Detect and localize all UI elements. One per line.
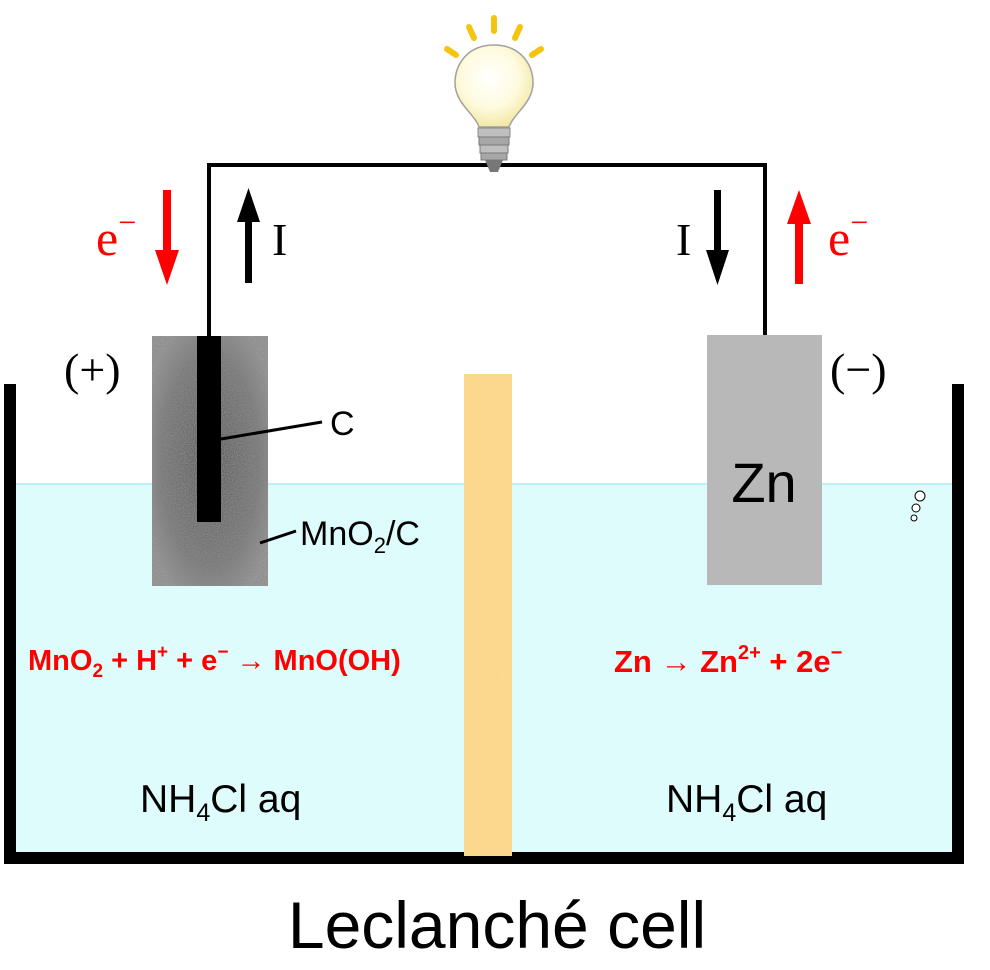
zinc-electrode-label: Zn bbox=[731, 451, 796, 514]
carbon-electrode-label: C bbox=[330, 405, 355, 443]
anode-reaction: Zn → Zn2+ + 2e− bbox=[614, 642, 842, 679]
carbon-leader-line bbox=[220, 420, 323, 441]
zinc-electrode bbox=[707, 335, 822, 585]
mixture-leader-line bbox=[259, 529, 297, 545]
circuit-wire bbox=[207, 163, 767, 336]
current-label-left: I bbox=[272, 214, 287, 265]
polarity-left: (+) bbox=[64, 344, 121, 395]
current-arrow-right bbox=[706, 190, 729, 285]
light-bulb-icon bbox=[444, 15, 544, 172]
polarity-right: (−) bbox=[830, 344, 887, 395]
electrolyte-label-right: NH4Cl aq bbox=[666, 778, 827, 827]
carbon-electrode bbox=[197, 336, 221, 522]
electron-flow-arrow-left bbox=[155, 190, 179, 285]
cathode-reaction: MnO2 + H+ + e− → MnO(OH) bbox=[28, 642, 401, 682]
gas-bubbles bbox=[910, 490, 926, 522]
electron-label-right: e− bbox=[828, 204, 868, 266]
current-arrow-left bbox=[237, 188, 260, 283]
beaker bbox=[4, 384, 964, 864]
electron-flow-arrow-right bbox=[787, 190, 811, 284]
electron-label-left: e− bbox=[96, 204, 136, 266]
mixture-label: MnO2/C bbox=[300, 515, 420, 558]
diagram-title: Leclanché cell bbox=[288, 888, 706, 962]
separator bbox=[464, 374, 512, 856]
current-label-right: I bbox=[676, 214, 691, 265]
electrolyte-label-left: NH4Cl aq bbox=[140, 778, 301, 827]
